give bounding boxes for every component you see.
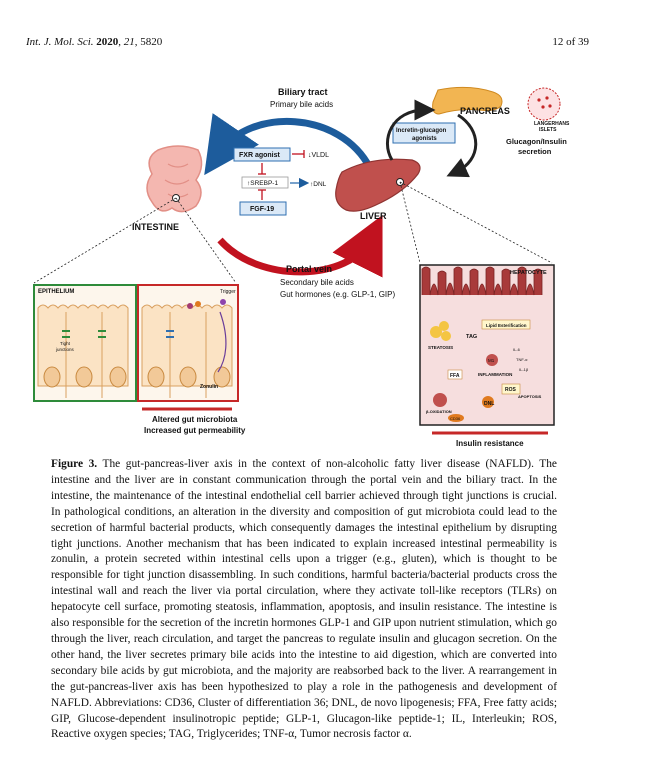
portal-vein-label: Portal vein	[286, 264, 332, 274]
pancreas-illustration	[432, 86, 503, 115]
ffa-label: FFA	[450, 373, 460, 379]
biliary-tract-label: Biliary tract	[278, 87, 328, 97]
zonulin-label: Zonulin	[200, 384, 218, 390]
liver-label: LIVER	[360, 211, 387, 221]
portal-arrow	[217, 214, 383, 278]
incretin-label-1: Incretin-glucagon	[396, 128, 447, 134]
liver-illustration	[335, 158, 421, 212]
article-number: 5820	[140, 36, 163, 48]
tnfa-label: TNF-α	[516, 357, 528, 362]
fxr-agonist-label: FXR agonist	[239, 152, 281, 159]
srebp-label: ↑SREBP-1	[247, 180, 278, 187]
journal-header: Int. J. Mol. Sci. 2020, 21, 5820	[26, 36, 163, 48]
cycle-arrow-right	[446, 113, 478, 178]
secretion-label: secretion	[518, 147, 552, 156]
journal-year: 2020	[96, 36, 119, 48]
figure-caption-text: The gut-pancreas-liver axis in the conte…	[51, 458, 557, 741]
increased-permeability-label: Increased gut permeability	[144, 426, 246, 435]
insulin-resistance-label: Insulin resistance	[456, 439, 524, 448]
glucagon-insulin-label: Glucagon/Insulin	[506, 137, 567, 146]
epithelial-cells	[37, 299, 233, 398]
journal-name: Int. J. Mol. Sci.	[26, 36, 94, 48]
srebp-box	[241, 176, 289, 189]
tag-label: TAG	[466, 334, 477, 340]
dnl-up-label: ↑DNL	[310, 181, 327, 188]
il6-label: IL-6	[513, 347, 521, 352]
journal-volume: 21	[123, 36, 135, 48]
steatosis-label: STEATOSIS	[428, 345, 453, 350]
ros-label: ROS	[505, 387, 517, 393]
primary-bile-acids-label: Primary bile acids	[270, 100, 333, 109]
fxr-agonist-box	[233, 147, 291, 162]
intestine-illustration	[146, 145, 203, 213]
incretin-label-2: agonists	[412, 136, 437, 142]
inflammation-label: INFLAMMATION	[478, 372, 512, 377]
intestine-label: INTESTINE	[132, 222, 179, 232]
hepatocyte-label: HEPATOCYTE	[510, 270, 547, 276]
gut-hormones-label: Gut hormones (e.g. GLP-1, GIP)	[280, 290, 395, 299]
cycle-arrow-left	[386, 99, 436, 161]
fgf19-label: FGF-19	[250, 206, 274, 213]
lipid-esterification-label: Lipid Esterification	[486, 323, 527, 328]
tight-label-2: junctions	[55, 347, 75, 352]
secondary-bile-acids-label: Secondary bile acids	[280, 278, 354, 287]
figure-caption: Figure 3. The gut-pancreas-liver axis in…	[51, 457, 557, 743]
il1b-label: IL-1β	[519, 367, 529, 372]
pancreas-label: PANCREAS	[460, 106, 510, 116]
altered-microbiota-label: Altered gut microbiota	[152, 415, 238, 424]
dnl-label: DNL	[484, 401, 494, 407]
figure-caption-label: Figure 3.	[51, 458, 98, 470]
beta-oxidation-label: β-OXIDATION	[426, 409, 452, 414]
vldl-label: ↓VLDL	[308, 152, 329, 159]
tight-label-1: Tight	[60, 341, 71, 346]
cd36-label: CD36	[450, 416, 461, 421]
fgf19-box	[239, 201, 287, 216]
langerhans-label: LANGERHANS	[534, 121, 570, 127]
hepatocyte-contents	[430, 319, 531, 422]
trigger-label: Trigger	[220, 289, 236, 295]
biliary-arrow	[204, 113, 374, 176]
langerhans-islet-illustration	[527, 87, 561, 121]
apoptosis-label: APOPTOSIS	[518, 394, 542, 399]
islets-label: ISLETS	[539, 127, 557, 133]
page-number: 12 of 39	[552, 36, 589, 48]
m1-label: M1	[488, 358, 495, 363]
epithelium-label: EPITHELIUM	[38, 289, 74, 295]
gut-pancreas-liver-figure: Biliary tract Primary bile acids INTESTI…	[33, 86, 570, 448]
incretin-box	[392, 122, 456, 144]
